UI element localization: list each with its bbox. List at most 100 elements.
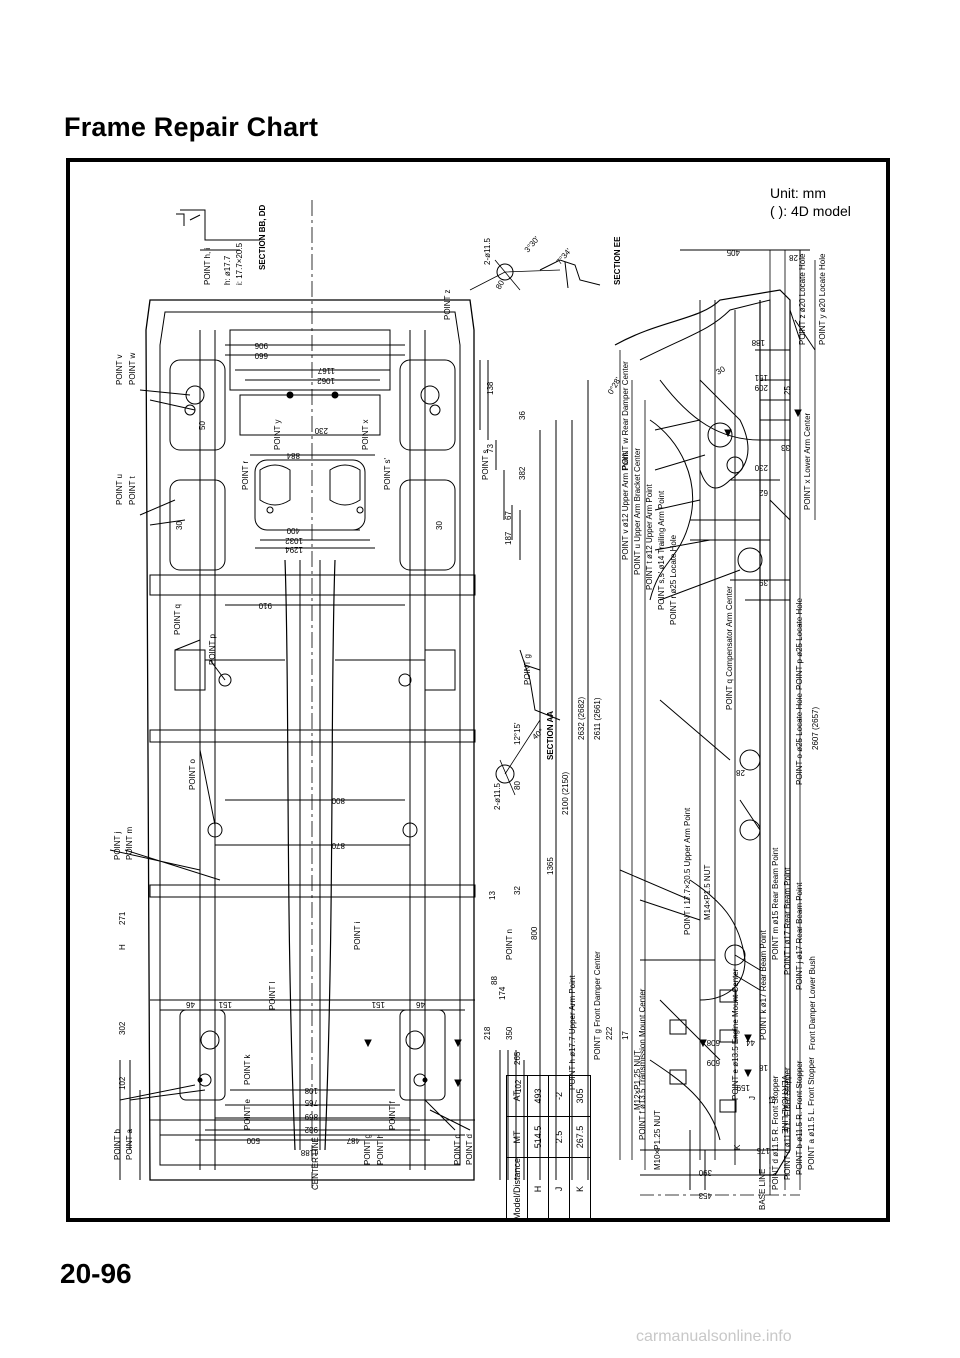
page-number: 20-96 <box>60 1258 132 1289</box>
plan-point-i: POINT i <box>353 921 362 950</box>
plan-point-l: POINT l <box>268 981 277 1010</box>
nut-label-3: M10×P1.25 NUT <box>653 1110 662 1170</box>
point-o-right <box>402 822 418 838</box>
side-dim-188: 188 <box>751 338 765 347</box>
desc-point-b: POINT b ø11.5 R. Front Stopper <box>795 1060 804 1175</box>
side-dim-222: 222 <box>605 1026 614 1040</box>
dim-218: 218 <box>483 1026 492 1040</box>
model-distance-table: Model/Distance MT AT H 514.5 493 J 2.5 -… <box>506 1075 591 1221</box>
dim-1062: 1062 <box>317 376 335 385</box>
side-dim-39: 39 <box>759 578 768 587</box>
plan-point-g: POINT g <box>363 1134 372 1165</box>
center-line-label: CENTER LINE <box>311 1137 320 1190</box>
dim-884: 884 <box>286 451 300 460</box>
plan-point-z: POINT z <box>443 289 452 320</box>
dim-302: 302 <box>118 1021 127 1035</box>
front-damper-bush-label: Front Damper Lower Bush <box>808 956 817 1050</box>
desc-point-o: POINT o ø25 Locate Hole <box>795 693 804 785</box>
point-o-side <box>739 819 761 841</box>
plan-point-a: POINT a <box>125 1128 134 1160</box>
base-line-label: BASE LINE <box>758 1169 767 1210</box>
desc-point-g: POINT g Front Damper Center <box>593 951 602 1060</box>
dim-1294: 1294 <box>285 545 303 554</box>
plan-point-r: POINT r <box>241 460 250 490</box>
dim-108: 108 <box>304 1086 318 1095</box>
point-h-i-label: POINT h, i <box>203 248 212 285</box>
dim-174: 174 <box>498 986 507 1000</box>
desc-point-e: POINT e ø13.5 Engine Mount Center <box>731 968 740 1100</box>
desc-point-a: POINT a ø11.5 L. Front Stopper <box>807 1057 816 1170</box>
floor-crossmember-1 <box>149 574 476 596</box>
dim-350: 350 <box>505 1026 514 1040</box>
center-tunnel <box>284 559 336 1151</box>
ee-hole-label: 2-ø11.5 <box>483 237 492 265</box>
dim-2632: 2632 (2682) <box>577 697 586 740</box>
vertical-line-label: VERTICAL LINE <box>780 1075 789 1134</box>
desc-point-f: POINT f ø13.5 Transmission Mount Center <box>638 988 647 1140</box>
point-p-side <box>739 749 761 771</box>
point-r-side <box>737 547 763 573</box>
plan-point-v: POINT v <box>115 354 124 385</box>
dim-102-right: 102 <box>514 1079 523 1093</box>
dim-906: 906 <box>254 341 268 350</box>
side-dim-30: 30 <box>715 364 728 377</box>
ee-angle-1: 3°30' <box>523 234 542 254</box>
dim-187: 187 <box>504 531 513 545</box>
dim-46-left: 46 <box>186 1000 195 1009</box>
dim-932: 932 <box>304 1125 318 1134</box>
floor-panel-right <box>424 649 456 691</box>
plan-point-c: POINT c <box>453 1134 462 1165</box>
side-dim-62: 62 <box>759 488 768 497</box>
dim-800-b: 800 <box>530 926 539 940</box>
dim-382: 382 <box>518 466 527 480</box>
section-bb-label: SECTION BB, DD <box>258 204 267 270</box>
dim-910: 910 <box>258 601 272 610</box>
desc-point-x: POINT x Lower Arm Center <box>803 412 812 510</box>
plan-point-o: POINT o <box>188 758 197 790</box>
nut-label-1: M14×P1.5 NUT <box>703 865 712 920</box>
desc-point-r: POINT r ø25 Locate Hole <box>669 534 678 625</box>
dim-765: 765 <box>304 1098 318 1107</box>
desc-point-ss: POINT s,s' ø14 Trailing Arm Point <box>657 490 666 610</box>
plan-point-j: POINT j <box>113 831 122 860</box>
dim-660: 660 <box>254 351 268 360</box>
dim-271: 271 <box>118 911 127 925</box>
model-note: ( ): 4D model <box>770 203 851 219</box>
side-dim-609: 609 <box>706 1058 720 1067</box>
side-dim-25: 25 <box>783 386 792 395</box>
dim-30-left: 30 <box>175 521 184 530</box>
dim-151-left: 151 <box>218 1000 232 1009</box>
rear-crossmember <box>229 329 391 391</box>
dim-50: 50 <box>198 421 207 430</box>
dim-36: 36 <box>518 411 527 420</box>
side-dim-175: 175 <box>756 1146 770 1155</box>
side-dim-k: K <box>733 1144 742 1150</box>
plan-point-k: POINT k <box>243 1053 252 1085</box>
side-frame-lower <box>639 299 771 1150</box>
side-dim-28-b: 28 <box>736 768 745 777</box>
table-header-at: AT <box>506 1075 528 1117</box>
plan-point-e: POINT e <box>243 1098 252 1130</box>
dim-1188: 1188 <box>300 1148 318 1157</box>
desc-point-j: POINT j ø17 Rear Beam Point <box>795 882 804 990</box>
plan-point-s-prime: POINT s' <box>383 457 392 490</box>
body-outline <box>145 299 475 1181</box>
dim-500: 500 <box>246 1136 260 1145</box>
page-title: Frame Repair Chart <box>64 112 319 142</box>
plan-point-m: POINT m <box>125 826 134 860</box>
dim-67: 67 <box>504 511 513 520</box>
plan-point-y: POINT y <box>273 419 282 450</box>
plan-point-w: POINT w <box>128 352 137 385</box>
dim-265: 265 <box>513 1051 522 1065</box>
desc-point-q: POINT q Compensator Arm Center <box>725 586 734 710</box>
side-dim-17: 17 <box>621 1031 630 1040</box>
diagram-frame <box>66 158 890 1222</box>
dim-2607: 2607 (2657) <box>811 707 820 750</box>
side-frame-upper <box>614 289 791 1176</box>
hole-label-aa: 2-ø11.5 <box>493 782 502 810</box>
spare-well <box>254 459 366 531</box>
desc-point-l: POINT l ø17 Rear Beam Point <box>783 867 792 975</box>
side-dim-390: 390 <box>698 1168 712 1177</box>
dim-32: 32 <box>513 886 522 895</box>
